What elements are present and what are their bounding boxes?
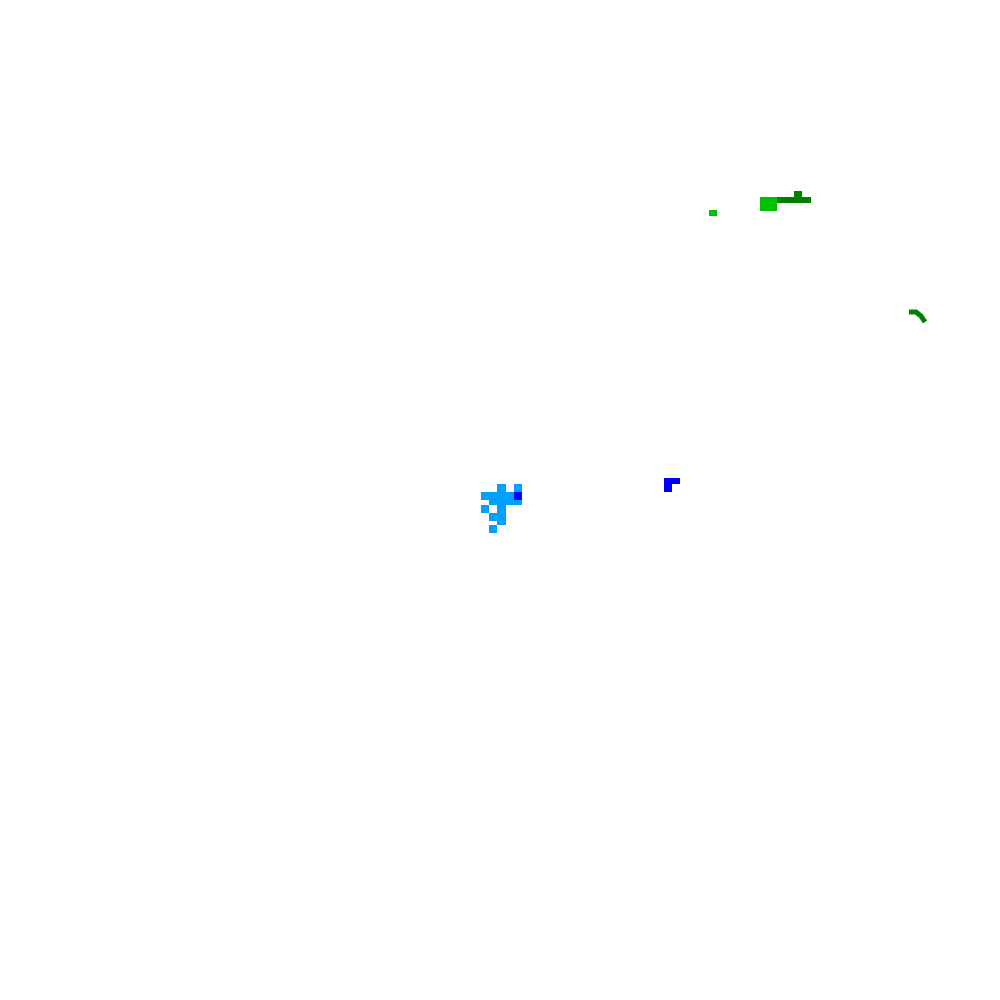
green-strip-bump (794, 191, 802, 197)
green-patch-main (760, 197, 777, 211)
green-strip (777, 191, 811, 203)
blue-corner-mark-top (664, 478, 680, 484)
green-patch-main-cell (760, 197, 777, 211)
blue-corner-mark-side (664, 484, 672, 492)
blue-cluster (481, 484, 522, 533)
blue-pixel-inner-cell (514, 492, 522, 500)
blue-cluster-cell (497, 484, 506, 492)
blue-cluster-cell (489, 500, 522, 505)
green-patch-small (709, 210, 717, 216)
blue-cluster-cell (481, 505, 489, 513)
blue-corner-mark (664, 478, 680, 492)
blue-cluster-cell (489, 513, 506, 521)
blue-cluster-cell (489, 525, 497, 533)
green-arc (909, 309, 928, 324)
blue-cluster-cell (497, 505, 506, 513)
blue-pixel-inner (514, 492, 522, 500)
green-strip-cell (777, 197, 811, 203)
green-arc-stroke (909, 309, 928, 324)
green-patch-small-cell (709, 210, 717, 216)
blue-cluster-cell (514, 484, 522, 492)
blue-cluster-cell (497, 521, 506, 525)
blue-cluster-cell (481, 492, 514, 500)
